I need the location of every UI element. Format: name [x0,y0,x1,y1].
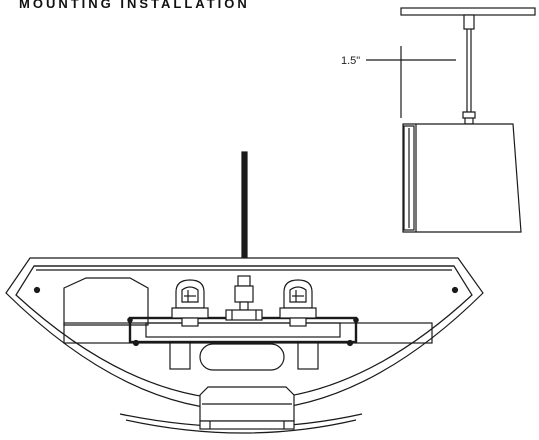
socket-right [297,342,319,370]
fixture-side-body [402,123,522,233]
section-view [5,151,484,434]
screws [33,286,459,347]
center-mount [225,275,263,321]
lamp-holder-right [279,279,317,327]
lamp-holder-left [171,279,209,327]
socket-left [169,342,191,370]
center-oval [199,343,285,371]
page-title: MOUNTING INSTALLATION [19,0,250,11]
side-view [366,7,536,233]
dimension-label: 1.5" [341,55,361,67]
cable-connector [462,111,476,125]
ceiling-plate [400,7,536,16]
ceiling-canopy [463,14,475,30]
